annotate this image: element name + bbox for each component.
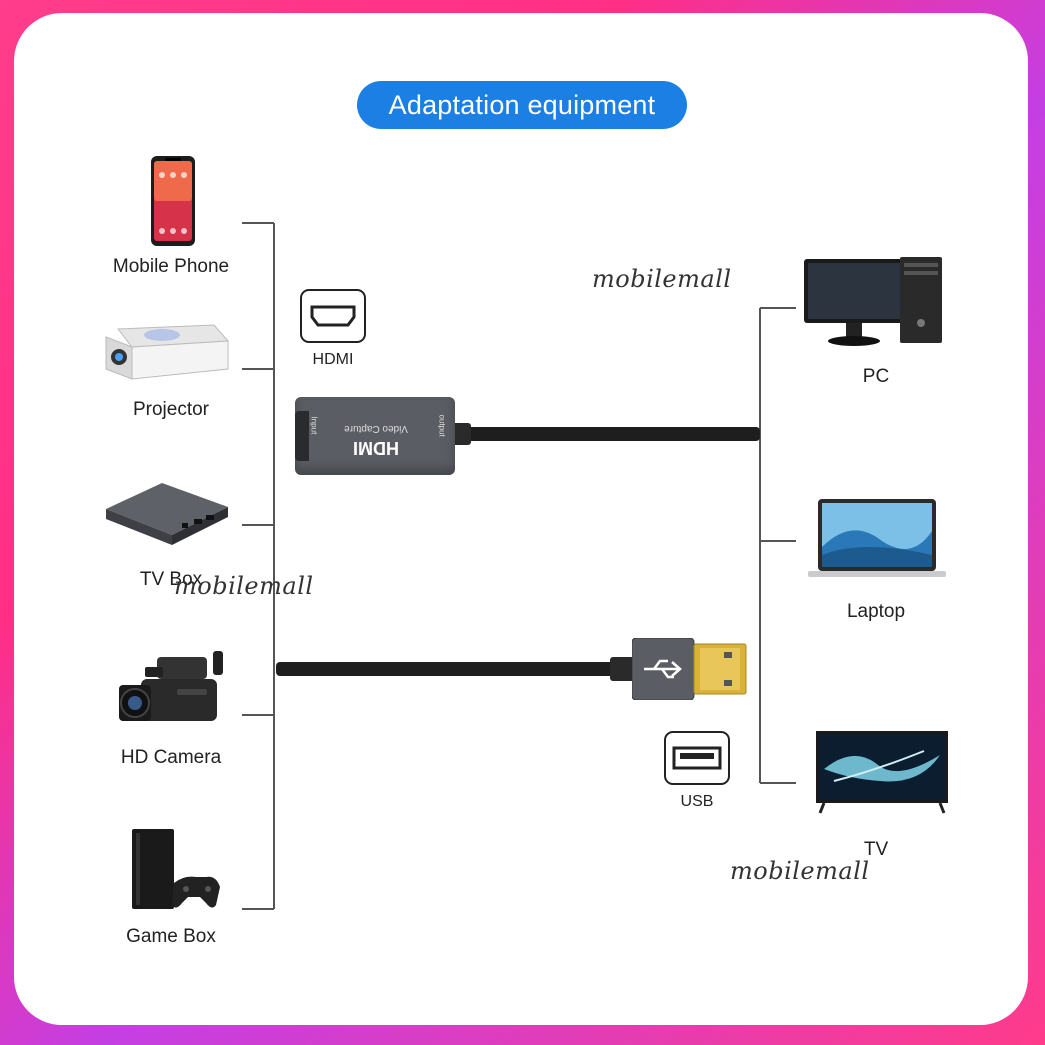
desktop-pc-icon [800, 253, 946, 347]
projector-icon [102, 321, 232, 383]
camera-icon [117, 649, 227, 731]
game-console-icon [128, 827, 220, 913]
device-name: HDMI [353, 438, 399, 458]
target-label-tv: TV [863, 839, 889, 860]
device-output-label: output [437, 414, 447, 437]
source-label-mobile-phone: Mobile Phone [112, 256, 230, 277]
source-label-hd-camera: HD Camera [120, 747, 222, 768]
target-label-laptop: Laptop [846, 601, 906, 622]
mobile-phone-icon [150, 155, 196, 247]
product-card: Adaptation equipment [14, 13, 1028, 1025]
usb-plug [632, 638, 752, 700]
hdmi-input-port [295, 411, 309, 461]
device-subtitle: Video Capture [344, 423, 408, 434]
usb-port-label: USB [680, 793, 714, 810]
watermark-top: mobilemall [592, 265, 732, 293]
source-label-projector: Projector [132, 399, 210, 420]
connection-lines [242, 222, 796, 910]
hdmi-port-icon [300, 289, 366, 343]
target-label-pc: PC [862, 366, 890, 387]
hdmi-port-label: HDMI [312, 351, 354, 368]
tv-icon [814, 729, 950, 815]
source-label-tv-box: TV Box [139, 569, 203, 590]
laptop-icon [806, 497, 948, 581]
tv-box-icon [102, 479, 232, 549]
device-input-label: Input [309, 416, 319, 435]
usb-port-icon [664, 731, 730, 785]
watermark-middle: mobilemall [174, 572, 314, 600]
watermark-bottom: mobilemall [730, 857, 870, 885]
hdmi-capture-device: Video Capture HDMI Input output [295, 397, 455, 475]
source-label-game-box: Game Box [126, 926, 216, 947]
title-badge: Adaptation equipment [357, 81, 687, 129]
